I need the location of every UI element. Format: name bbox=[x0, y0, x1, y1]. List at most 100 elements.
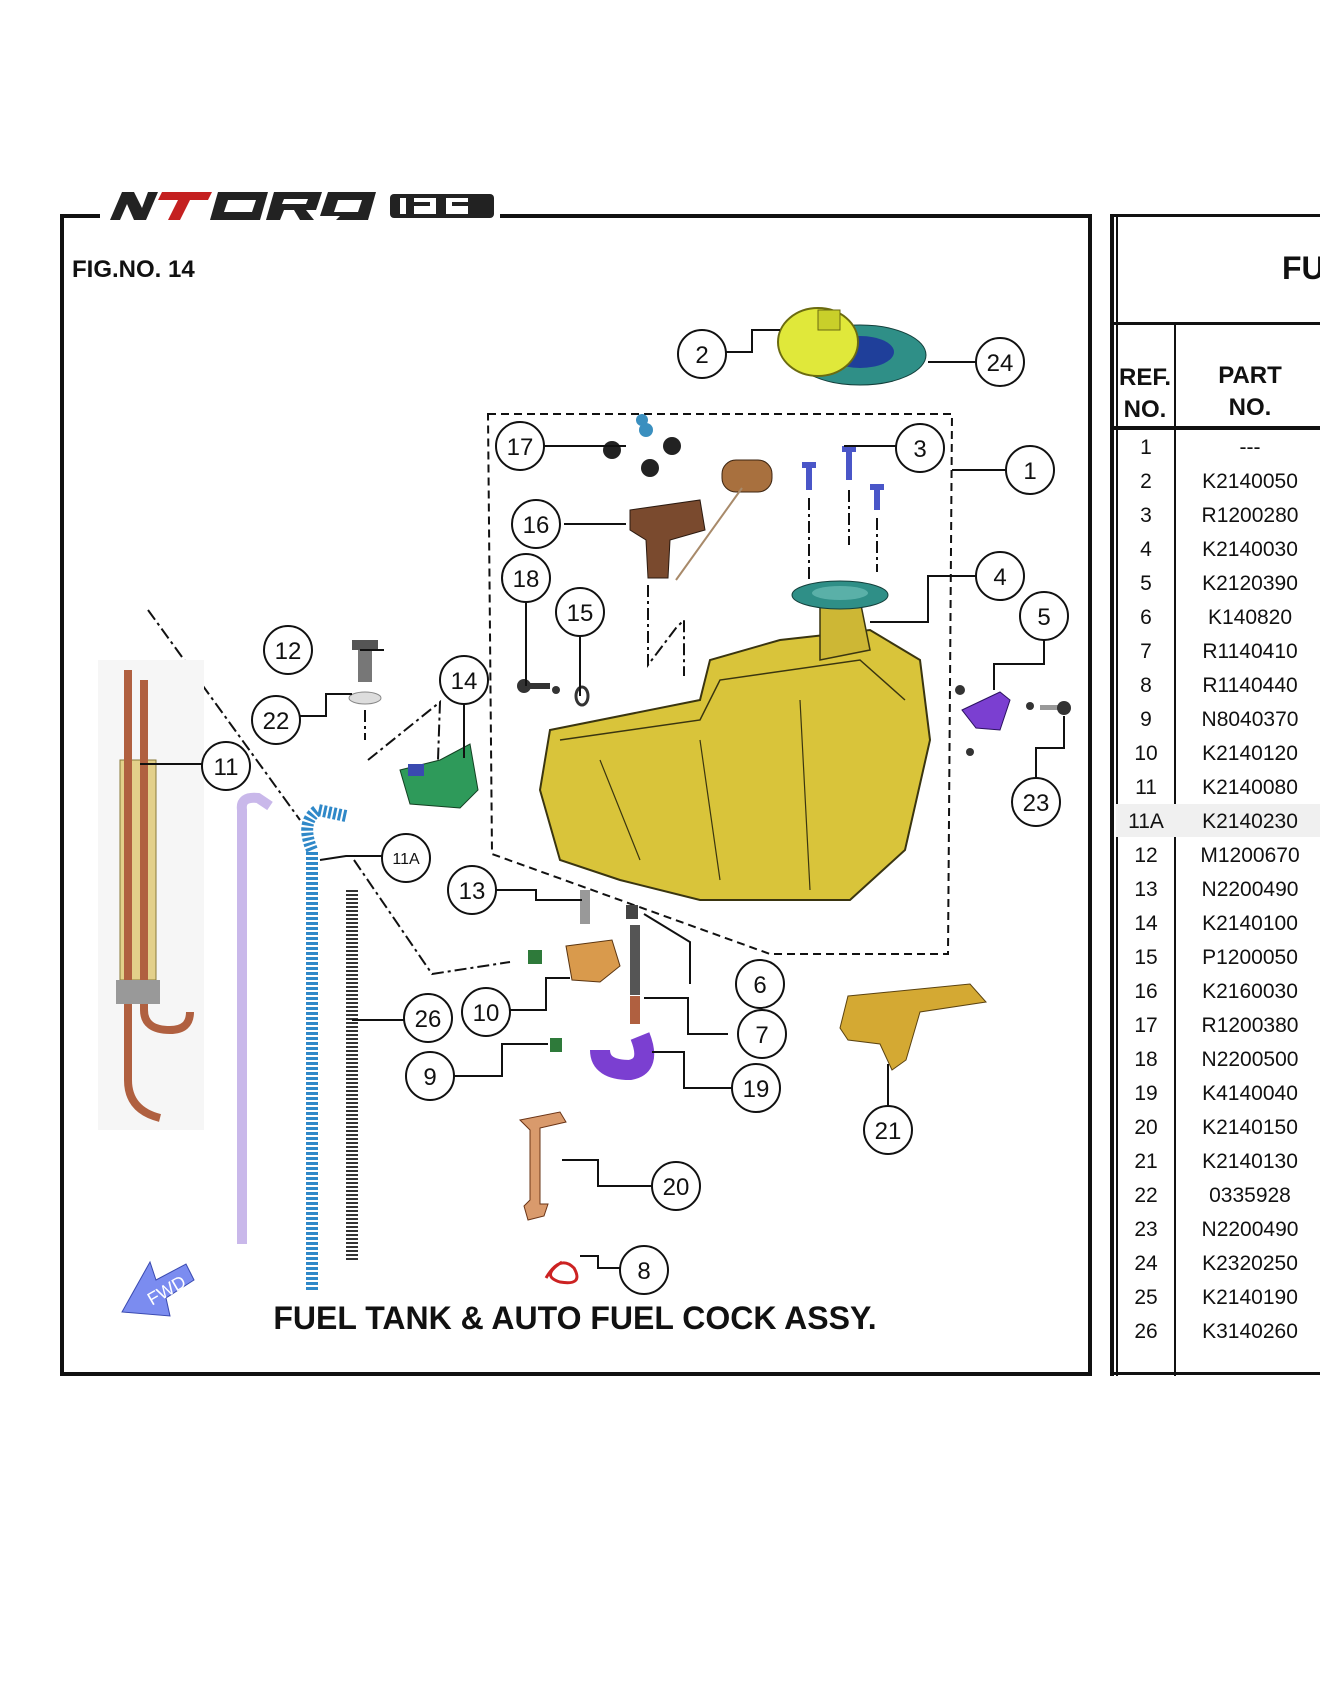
ntorq-125-logo bbox=[110, 192, 494, 220]
part-no-header: PART NO. bbox=[1180, 360, 1320, 424]
part-no-cell: K2140230 bbox=[1202, 810, 1298, 833]
part-no-cell: K2160030 bbox=[1202, 980, 1298, 1003]
ref-no-cell: 6 bbox=[1140, 606, 1152, 629]
frame-right bbox=[1088, 214, 1092, 1376]
svg-text:4: 4 bbox=[993, 564, 1006, 591]
part-no-cell: 0335928 bbox=[1209, 1184, 1291, 1207]
svg-text:13: 13 bbox=[459, 878, 486, 905]
part-no-cell: R1200380 bbox=[1201, 1014, 1299, 1037]
callout-20: 20 bbox=[651, 1161, 701, 1211]
svg-text:22: 22 bbox=[263, 708, 290, 735]
callout-15: 15 bbox=[555, 587, 605, 637]
ref-header-line1: REF. bbox=[1118, 364, 1171, 391]
frame-top-right bbox=[500, 214, 1092, 218]
svg-text:7: 7 bbox=[755, 1022, 768, 1049]
ref-no-cell: 1 bbox=[1140, 436, 1152, 459]
callout-21: 21 bbox=[863, 1105, 913, 1155]
table-row: 18 N2200500 bbox=[1116, 1042, 1320, 1075]
part-no-cell: K2120390 bbox=[1202, 572, 1298, 595]
ref-no-cell: 18 bbox=[1134, 1048, 1158, 1071]
callout-10: 10 bbox=[461, 987, 511, 1037]
screws-part bbox=[802, 446, 884, 510]
part-no-cell: K2140120 bbox=[1202, 742, 1298, 765]
part-no-cell: K2140150 bbox=[1202, 1116, 1298, 1139]
svg-text:23: 23 bbox=[1023, 790, 1050, 817]
ref-no-cell: 11 bbox=[1135, 776, 1157, 799]
part-no-cell: K2140130 bbox=[1202, 1150, 1298, 1173]
ref-no-cell: 22 bbox=[1134, 1184, 1158, 1207]
table-header-divider bbox=[1114, 426, 1320, 430]
ref-no-cell: 25 bbox=[1134, 1286, 1158, 1309]
ref-no-cell: 10 bbox=[1134, 742, 1158, 765]
table-row: 9 N8040370 bbox=[1116, 702, 1320, 735]
part-no-cell: N2200490 bbox=[1201, 878, 1299, 901]
ref-no-header: REF. NO. bbox=[1116, 362, 1174, 426]
part-header-line2: NO. bbox=[1228, 394, 1272, 421]
part-no-cell: K2140190 bbox=[1202, 1286, 1298, 1309]
svg-text:14: 14 bbox=[451, 668, 478, 695]
ref-no-cell: 7 bbox=[1140, 640, 1152, 663]
ref-no-cell: 26 bbox=[1134, 1320, 1158, 1343]
table-col-divider bbox=[1174, 324, 1176, 1376]
part-no-cell: K3140260 bbox=[1202, 1320, 1298, 1343]
wire-clip-part bbox=[544, 1260, 579, 1285]
ref-no-cell: 11A bbox=[1128, 810, 1164, 833]
frame-left bbox=[60, 214, 64, 1376]
callout-4: 4 bbox=[975, 551, 1025, 601]
table-row: 22 0335928 bbox=[1116, 1178, 1320, 1211]
ref-no-cell: 4 bbox=[1140, 538, 1152, 561]
svg-text:11: 11 bbox=[214, 754, 239, 781]
part-no-cell: N2200500 bbox=[1201, 1048, 1299, 1071]
part-no-cell: K2140030 bbox=[1202, 538, 1298, 561]
part-no-cell: K2320250 bbox=[1202, 1252, 1298, 1275]
part-no-cell: K2140100 bbox=[1202, 912, 1298, 935]
ref-header-line2: NO. bbox=[1123, 396, 1167, 423]
table-row: 4 K2140030 bbox=[1116, 532, 1320, 565]
table-row: 25 K2140190 bbox=[1116, 1280, 1320, 1313]
fuel-gauge-float-part bbox=[629, 459, 773, 581]
part-no-cell: --- bbox=[1239, 436, 1261, 459]
tank-rear-bracket-part bbox=[839, 983, 987, 1071]
diagram-caption: FUEL TANK & AUTO FUEL COCK ASSY. bbox=[273, 1300, 877, 1336]
part-no-cell: K4140040 bbox=[1202, 1082, 1298, 1105]
callout-26: 26 bbox=[403, 993, 453, 1043]
part-no-cell: K2140050 bbox=[1202, 470, 1298, 493]
fuel-cock-part bbox=[528, 890, 621, 1052]
copper-bracket-part bbox=[518, 1111, 567, 1221]
svg-text:9: 9 bbox=[423, 1064, 436, 1091]
svg-text:21: 21 bbox=[875, 1118, 902, 1145]
ref-no-cell: 15 bbox=[1134, 946, 1158, 969]
ref-no-cell: 23 bbox=[1134, 1218, 1158, 1241]
svg-text:6: 6 bbox=[753, 972, 766, 999]
hose-clamp-part bbox=[590, 925, 655, 1081]
svg-text:11A: 11A bbox=[392, 851, 420, 868]
frame-top-left bbox=[60, 214, 100, 218]
side-bracket-part bbox=[955, 685, 1071, 756]
table-title: FU bbox=[1282, 250, 1320, 286]
svg-text:18: 18 bbox=[513, 566, 540, 593]
table-frame-bottom bbox=[1110, 1372, 1320, 1375]
ref-no-cell: 3 bbox=[1140, 504, 1152, 527]
fuel-tank-part bbox=[538, 580, 932, 919]
breather-hose-part bbox=[301, 803, 348, 1290]
fuel-pipe-assembly-part bbox=[98, 660, 204, 1130]
frame-bottom bbox=[60, 1372, 1092, 1376]
part-no-cell: N8040370 bbox=[1201, 708, 1299, 731]
callout-11: 11 bbox=[201, 741, 251, 791]
part-no-cell: M1200670 bbox=[1200, 844, 1300, 867]
callout-2: 2 bbox=[677, 329, 727, 379]
ref-no-cell: 9 bbox=[1140, 708, 1152, 731]
table-title-divider bbox=[1114, 322, 1320, 325]
callout-3: 3 bbox=[895, 423, 945, 473]
